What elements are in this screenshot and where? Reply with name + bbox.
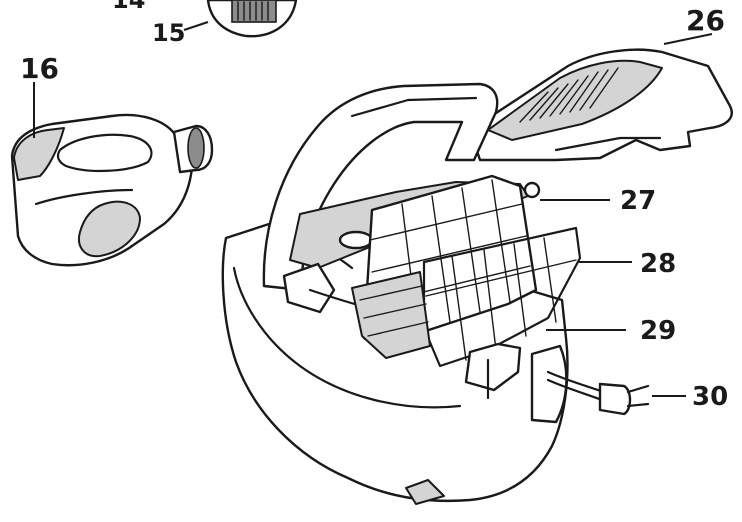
- label-16: 16: [20, 52, 59, 85]
- label-28: 28: [640, 249, 676, 279]
- part-26-lid: [468, 48, 733, 162]
- label-14: 14: [112, 0, 145, 14]
- part-29-filter-tray: [351, 271, 431, 359]
- label-15: 15: [152, 19, 185, 47]
- label-27: 27: [620, 186, 656, 216]
- label-26: 26: [686, 4, 725, 37]
- leader-15: [183, 21, 209, 31]
- label-29: 29: [640, 316, 676, 346]
- part-15-brush-fragment: [206, 0, 298, 38]
- label-30: 30: [692, 382, 728, 412]
- part-28-filter-grille: [422, 226, 582, 400]
- part-16-turbo-brush: [10, 113, 214, 267]
- part-30-power-cord: [546, 370, 650, 416]
- leader-26: [663, 33, 713, 45]
